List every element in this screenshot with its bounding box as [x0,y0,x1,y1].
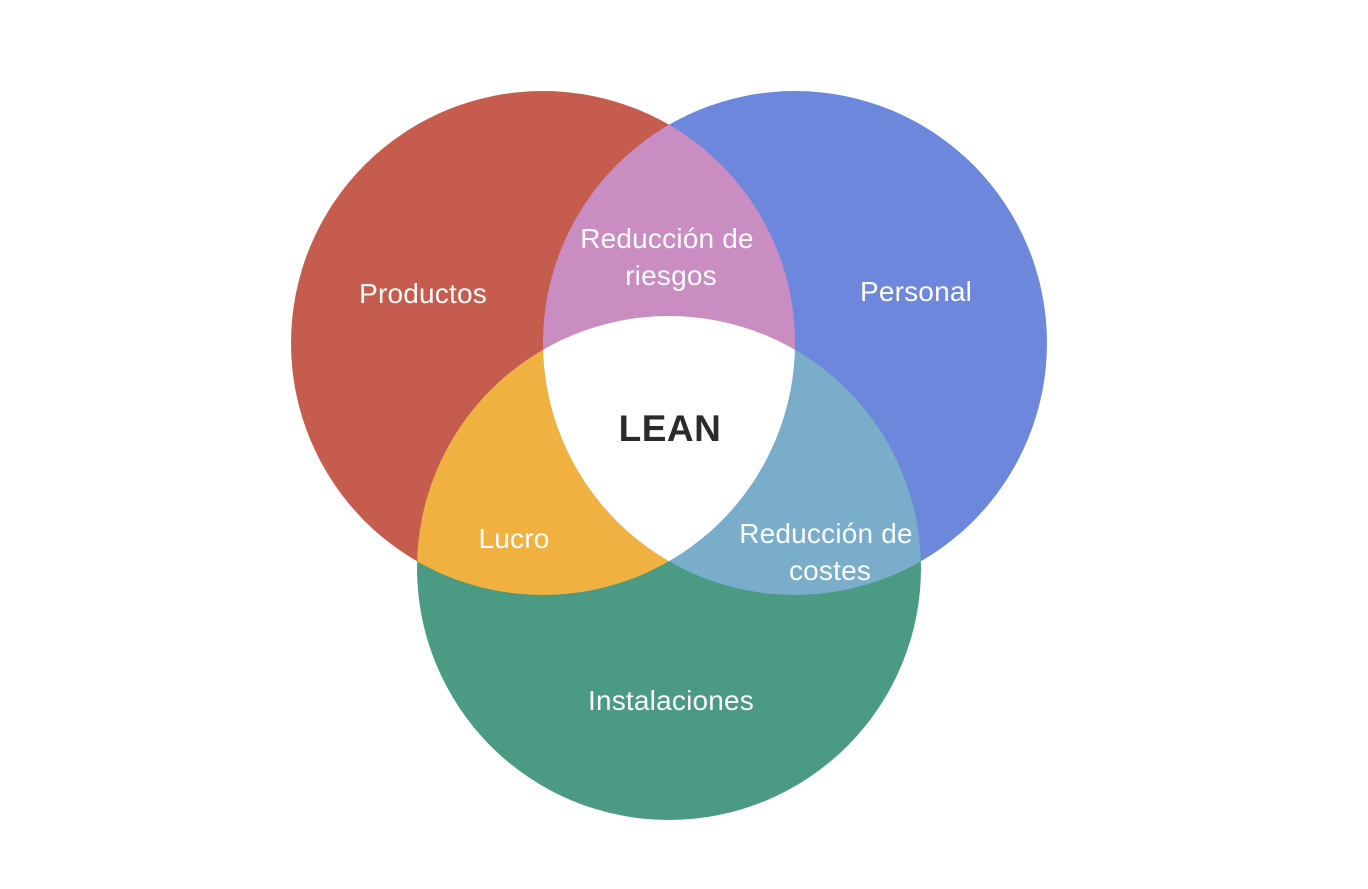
label-reduccion-costes-line2: costes [789,555,871,586]
label-reduccion-costes: Reducción de costes [739,518,921,586]
label-reduccion-riesgos: Reducción de riesgos [580,223,762,291]
label-reduccion-costes-line1: Reducción de [739,518,913,549]
label-lean: LEAN [619,408,722,449]
label-lucro: Lucro [478,523,549,554]
label-instalaciones: Instalaciones [588,685,754,716]
overlap-center-region [543,316,795,595]
label-personal: Personal [860,276,972,307]
label-reduccion-riesgos-line2: riesgos [625,260,717,291]
label-productos: Productos [359,278,487,309]
label-reduccion-riesgos-line1: Reducción de [580,223,754,254]
